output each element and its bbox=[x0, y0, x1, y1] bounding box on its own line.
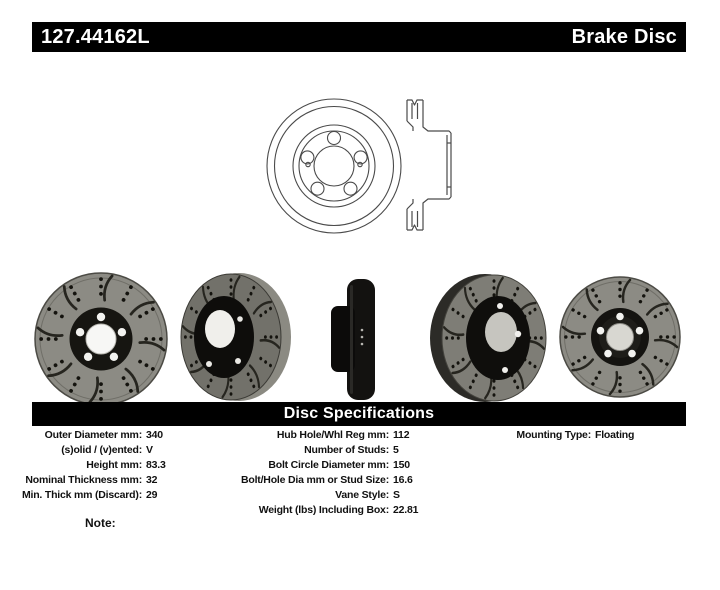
spec-value: 150 bbox=[393, 459, 410, 471]
product-type-title: Brake Disc bbox=[571, 25, 677, 48]
spec-value: V bbox=[146, 444, 153, 456]
product-photos-row bbox=[34, 272, 681, 406]
note-label: Note: bbox=[85, 516, 116, 530]
spec-value: 32 bbox=[146, 474, 158, 486]
header-bar: 127.44162L Brake Disc bbox=[32, 22, 686, 52]
spec-label: (s)olid / (v)ented: bbox=[61, 444, 142, 456]
spec-label: Nominal Thickness mm: bbox=[25, 474, 142, 486]
rotor-photo-edge-view bbox=[331, 279, 375, 400]
spec-label: Hub Hole/Whl Reg mm: bbox=[276, 429, 389, 441]
rotor-photo-front-view bbox=[34, 272, 168, 406]
spec-value: S bbox=[393, 489, 400, 501]
spec-value: 340 bbox=[146, 429, 163, 441]
rotor-photo-front-view-2 bbox=[559, 276, 681, 398]
spec-value: 83.3 bbox=[146, 459, 166, 471]
spec-value: 29 bbox=[146, 489, 158, 501]
spec-label: Mounting Type: bbox=[516, 429, 591, 441]
spec-section-header-bar: Disc Specifications bbox=[32, 402, 686, 426]
spec-value: Floating bbox=[595, 429, 635, 441]
spec-row-nominal-thickness: Nominal Thickness mm: 32 bbox=[2, 473, 166, 488]
spec-label: Bolt/Hole Dia mm or Stud Size: bbox=[240, 474, 389, 486]
technical-drawings bbox=[266, 98, 452, 234]
spec-row-number-of-studs: Number of Studs: 5 bbox=[210, 443, 418, 458]
spec-row-height: Height mm: 83.3 bbox=[2, 458, 166, 473]
disc-front-drawing-icon bbox=[266, 98, 402, 234]
part-number: 127.44162L bbox=[41, 25, 150, 48]
rotor-photo-angled-right-view bbox=[180, 273, 291, 401]
spec-value: 112 bbox=[393, 429, 410, 441]
spec-row-mounting-type: Mounting Type: Floating bbox=[440, 428, 634, 443]
spec-label: Height mm: bbox=[86, 459, 142, 471]
spec-label: Outer Diameter mm: bbox=[44, 429, 143, 441]
rotor-photo-angled-left-view bbox=[430, 274, 547, 402]
spec-row-bolt-hole-dia: Bolt/Hole Dia mm or Stud Size: 16.6 bbox=[210, 473, 418, 488]
spec-row-solid-vented: (s)olid / (v)ented: V bbox=[2, 443, 166, 458]
spec-row-hub-hole: Hub Hole/Whl Reg mm: 112 bbox=[210, 428, 418, 443]
spec-value: 5 bbox=[393, 444, 399, 456]
spec-section-title: Disc Specifications bbox=[283, 405, 435, 422]
spec-value: 22.81 bbox=[393, 504, 419, 516]
spec-label: Bolt Circle Diameter mm: bbox=[268, 459, 389, 471]
spec-row-outer-diameter: Outer Diameter mm: 340 bbox=[2, 428, 166, 443]
spec-label: Number of Studs: bbox=[304, 444, 389, 456]
spec-label: Vane Style: bbox=[335, 489, 389, 501]
spec-column-mounting: Mounting Type: Floating bbox=[440, 428, 634, 443]
spec-column-dimensions: Outer Diameter mm: 340 (s)olid / (v)ente… bbox=[2, 428, 166, 503]
spec-row-min-thickness: Min. Thick mm (Discard): 29 bbox=[2, 488, 166, 503]
spec-row-weight: Weight (lbs) Including Box: 22.81 bbox=[210, 503, 419, 518]
spec-label: Min. Thick mm (Discard): bbox=[21, 489, 142, 501]
disc-side-drawing-icon bbox=[406, 99, 452, 231]
spec-row-bolt-circle-diameter: Bolt Circle Diameter mm: 150 bbox=[210, 458, 418, 473]
spec-label: Weight (lbs) Including Box: bbox=[258, 504, 390, 516]
spec-column-hub-studs: Hub Hole/Whl Reg mm: 112 Number of Studs… bbox=[210, 428, 418, 518]
spec-value: 16.6 bbox=[393, 474, 413, 486]
spec-row-vane-style: Vane Style: S bbox=[210, 488, 418, 503]
